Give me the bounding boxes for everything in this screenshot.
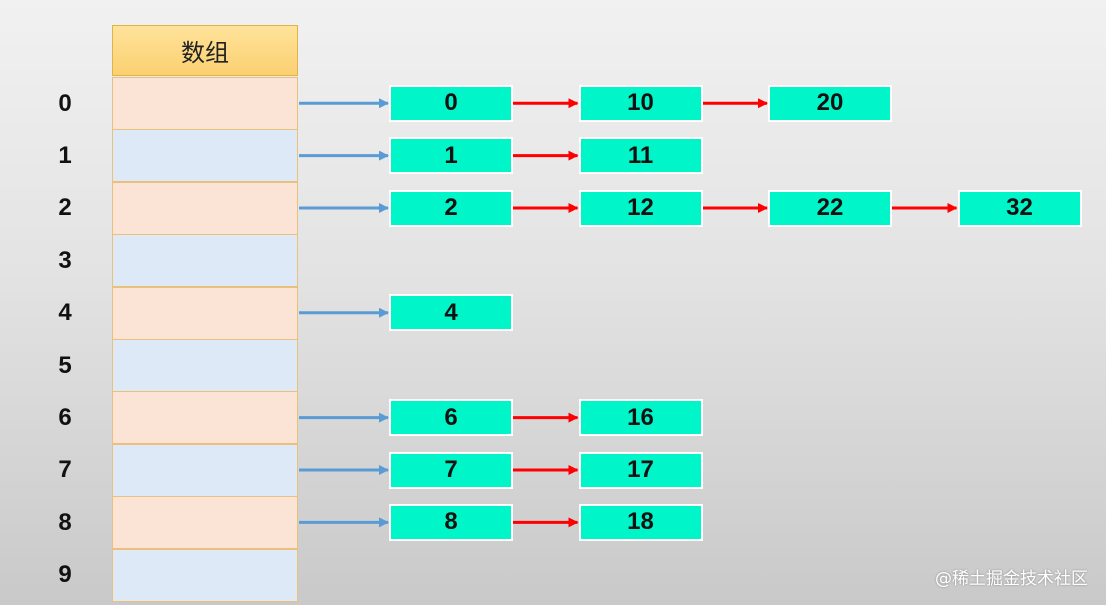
array-index-label: 3: [58, 246, 72, 274]
list-node: 22: [768, 189, 892, 227]
array-index-label: 7: [58, 456, 72, 484]
list-node: 12: [578, 189, 703, 227]
list-node: 4: [389, 294, 513, 332]
list-node: 1: [389, 137, 513, 175]
list-node: 8: [389, 503, 513, 541]
list-node: 2: [389, 189, 513, 227]
array-index-label: 6: [58, 403, 72, 431]
array-index-label: 0: [58, 89, 72, 117]
array-index-label: 4: [58, 299, 72, 327]
list-node: 20: [768, 84, 892, 122]
array-cell: [112, 548, 298, 602]
list-node: 17: [578, 451, 703, 489]
watermark: @稀土掘金技术社区: [935, 569, 1088, 589]
array-index-label: 8: [58, 508, 72, 536]
array-cell: [112, 181, 298, 235]
list-node: 18: [578, 503, 703, 541]
list-node: 7: [389, 451, 513, 489]
array-index-label: 5: [58, 351, 72, 379]
array-cell: [112, 339, 298, 392]
array-cell: [112, 129, 298, 183]
array-header: 数组: [112, 25, 298, 76]
list-node: 10: [578, 84, 703, 122]
array-index-label: 2: [58, 194, 72, 222]
array-cell: [112, 443, 298, 497]
list-node: 32: [957, 189, 1082, 227]
list-node: 0: [389, 84, 513, 122]
array-index-label: 1: [58, 141, 72, 169]
array-index-label: 9: [58, 561, 72, 589]
array-cell: [112, 286, 298, 340]
array-cell: [112, 391, 298, 445]
list-node: 6: [389, 399, 513, 437]
list-node: 16: [578, 399, 703, 437]
list-node: 11: [578, 137, 703, 175]
